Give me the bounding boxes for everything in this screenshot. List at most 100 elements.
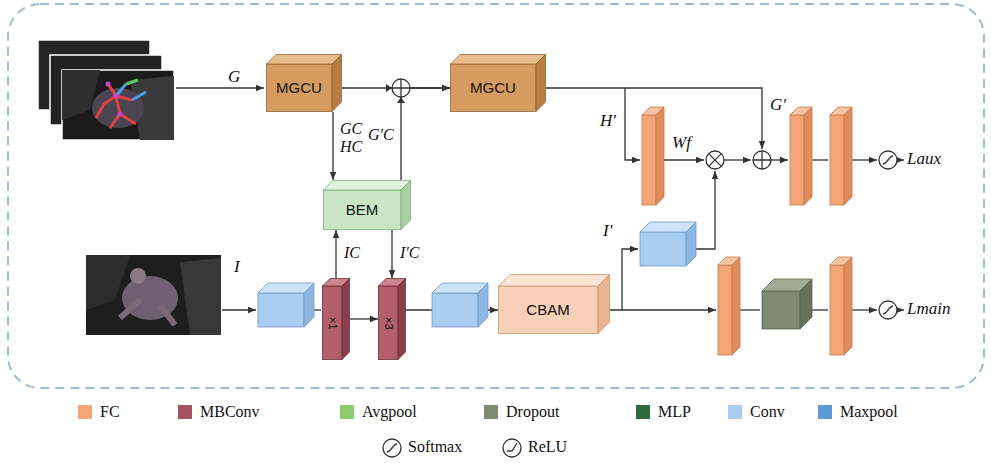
- art-part: [383, 439, 401, 457]
- signal-label: G′C: [368, 126, 394, 144]
- prism-side: [536, 55, 546, 112]
- prism-top: [324, 181, 411, 191]
- signal-label: Laux: [907, 150, 941, 169]
- art-part: [709, 154, 722, 167]
- box-label: ×3: [382, 317, 395, 330]
- art-part: [640, 222, 696, 266]
- input-image: [86, 255, 221, 335]
- prism-front: [451, 64, 537, 112]
- art-part: [879, 151, 897, 169]
- art-part: [883, 156, 893, 164]
- prism-front: [499, 286, 599, 334]
- box-face: BEM: [323, 190, 401, 230]
- arrowheads: [386, 84, 405, 103]
- art-part: [897, 159, 904, 160]
- prism-front: [379, 286, 399, 360]
- legend-swatch: [728, 405, 742, 419]
- art-part: [176, 87, 264, 88]
- signal-label: Lmain: [907, 300, 950, 319]
- legend-text: MBConv: [200, 402, 260, 421]
- art-part: [222, 309, 256, 310]
- art-part: [852, 309, 877, 310]
- signal-label: I′: [603, 222, 612, 241]
- legend-swatch: [178, 405, 192, 419]
- art-part: [106, 82, 111, 87]
- art-part: [740, 309, 760, 310]
- legend-swatch: [818, 405, 832, 419]
- art-part: [753, 151, 771, 169]
- art-part: [897, 309, 904, 310]
- art-part: [507, 443, 517, 451]
- art-part: [771, 159, 788, 160]
- legend-swatch: [484, 405, 498, 419]
- mbconv-block: ×3: [378, 278, 406, 360]
- prism-side: [598, 275, 610, 334]
- connector: [401, 88, 450, 180]
- connector: [332, 112, 333, 180]
- art-part: [812, 159, 828, 160]
- softmax-symbol: [879, 151, 897, 319]
- box-label: ×1: [326, 317, 339, 330]
- box-label: MGCU: [470, 79, 516, 96]
- dashed-frame: [8, 4, 984, 388]
- signal-label: G′: [770, 96, 786, 115]
- legend-text: Softmax: [408, 437, 462, 456]
- times-symbol: [706, 151, 724, 169]
- art-part: [664, 159, 704, 160]
- art-part: [96, 84, 136, 128]
- art-part: [62, 70, 174, 140]
- art-part: [718, 257, 740, 355]
- box-face: MGCU: [266, 64, 332, 112]
- signal-label: GC HC: [340, 120, 370, 157]
- cbam-block: CBAM: [498, 274, 610, 334]
- fc-layers: [642, 107, 852, 355]
- art-part: [724, 159, 751, 160]
- legend-swatch: [636, 405, 650, 419]
- legend-swatch: [78, 405, 92, 419]
- box-label: BEM: [346, 201, 379, 218]
- mgcu-block: MGCU: [266, 54, 342, 112]
- art-part: [258, 283, 314, 327]
- art-part: [118, 112, 123, 117]
- legend-text: MLP: [658, 402, 691, 421]
- legend-text: FC: [100, 402, 120, 421]
- prism-top: [451, 55, 546, 65]
- art-part: [392, 79, 410, 97]
- mgcu-block: MGCU: [450, 54, 546, 112]
- prism-front: [267, 64, 333, 112]
- connector: [335, 230, 336, 278]
- connector: [391, 230, 392, 278]
- art-part: [116, 84, 146, 100]
- art-part: [790, 107, 812, 205]
- box-label: MGCU: [276, 79, 322, 96]
- art-part: [610, 309, 716, 310]
- box-face: MGCU: [450, 64, 536, 112]
- box-face: CBAM: [498, 286, 598, 334]
- mbconv-block: ×1: [322, 278, 350, 360]
- art-part: [812, 309, 828, 310]
- art-part: [314, 309, 321, 310]
- art-part: [642, 107, 664, 205]
- legend-swatch: [340, 405, 354, 419]
- prism-side: [342, 279, 350, 360]
- video-frames: [38, 40, 174, 140]
- art-part: [696, 171, 715, 249]
- art-part: [432, 283, 488, 327]
- dropout-block: [762, 279, 812, 329]
- static-wires: [176, 88, 904, 310]
- art-part: [622, 249, 638, 310]
- art-part: [130, 268, 146, 284]
- art-part: [180, 258, 221, 335]
- legend-text: Avgpool: [362, 402, 417, 421]
- legend-text: Dropout: [506, 402, 559, 421]
- signal-label: I′C: [400, 244, 420, 262]
- signal-label: I: [234, 258, 240, 277]
- art-part: [879, 301, 897, 319]
- plus-symbol: [392, 79, 410, 97]
- box-face: ×1: [322, 286, 342, 360]
- prism-side: [332, 55, 342, 112]
- art-part: [883, 306, 893, 314]
- plus-symbol: [753, 151, 771, 169]
